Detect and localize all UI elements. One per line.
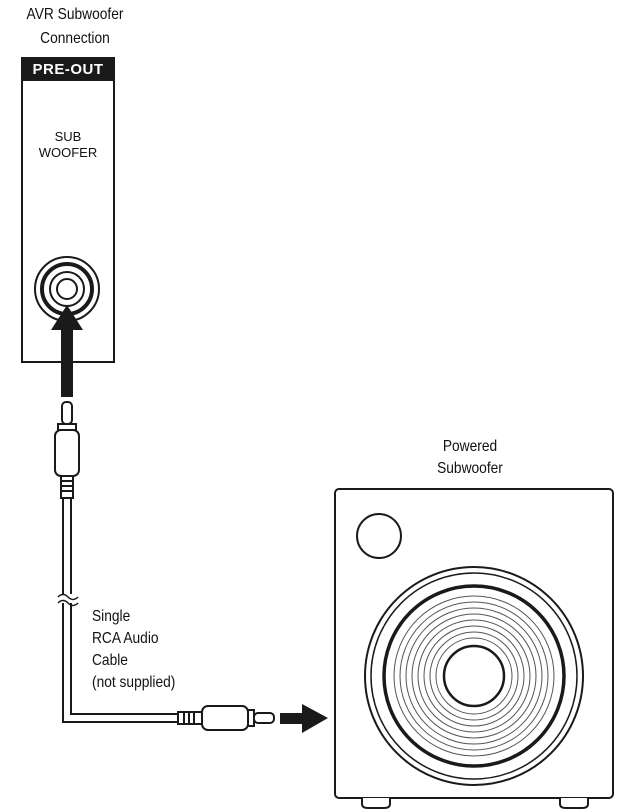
subwoofer-port bbox=[356, 513, 402, 559]
cable-label-line1: Single bbox=[92, 608, 131, 625]
subwoofer-title-line2: Subwoofer bbox=[437, 460, 503, 477]
preout-label: PRE-OUT bbox=[22, 59, 114, 81]
subwoofer-title-line1: Powered bbox=[442, 438, 498, 455]
rca-plug-top bbox=[54, 401, 80, 499]
cable-label-line4: (not supplied) bbox=[92, 674, 176, 691]
rca-cable bbox=[57, 498, 180, 723]
jack-label-line1: SUB bbox=[54, 129, 82, 144]
cable-label-line3: Cable bbox=[92, 652, 128, 669]
arrow-up-icon bbox=[51, 305, 83, 397]
jack-label-line2: WOOFER bbox=[38, 145, 98, 160]
cable-label-line2: RCA Audio bbox=[92, 630, 159, 647]
rca-plug-bottom bbox=[177, 705, 275, 731]
avr-title-line2: Connection bbox=[40, 30, 110, 47]
avr-title-line1: AVR Subwoofer bbox=[26, 6, 124, 23]
arrow-right-icon bbox=[280, 704, 328, 733]
subwoofer-driver bbox=[364, 566, 584, 786]
